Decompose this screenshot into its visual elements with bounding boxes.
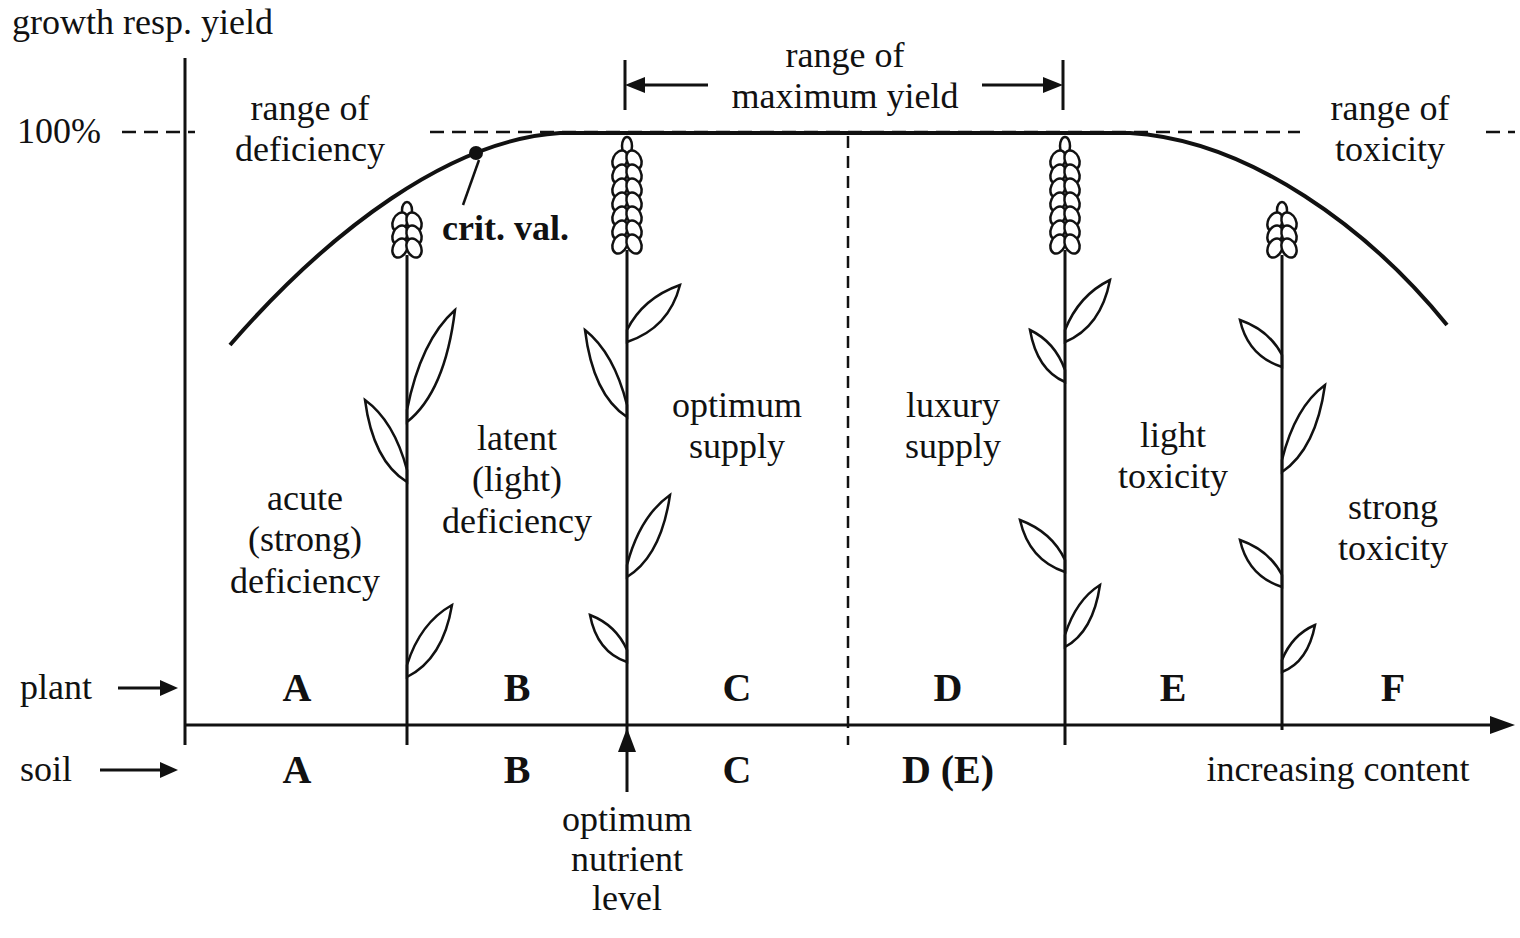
leader-line xyxy=(463,160,479,205)
range-label: range of deficiency xyxy=(195,88,425,171)
zone-letter: B xyxy=(502,665,533,711)
row-arrow xyxy=(118,687,165,690)
zone-label: luxury supply xyxy=(878,385,1028,468)
arrowhead xyxy=(160,680,178,696)
label-text: E xyxy=(1158,665,1189,711)
label-text: range of deficiency xyxy=(195,88,425,171)
bracket-arrow xyxy=(640,84,708,87)
label-text: C xyxy=(721,747,754,793)
label-text: A xyxy=(281,747,314,793)
zone-divider xyxy=(847,136,850,745)
zone-label: latent (light) deficiency xyxy=(432,418,602,542)
arrowhead xyxy=(618,728,636,752)
label-text: 100% xyxy=(15,111,103,152)
plant-stem xyxy=(1064,250,1067,745)
zone-letter: D xyxy=(932,665,965,711)
label-text: soil xyxy=(18,749,74,790)
label-text: F xyxy=(1379,665,1407,711)
label-text: crit. val. xyxy=(440,208,571,249)
arrowhead xyxy=(1043,77,1063,93)
label-text: optimum supply xyxy=(647,385,827,468)
zone-label: acute (strong) deficiency xyxy=(215,478,395,602)
row-label: plant xyxy=(18,667,94,708)
label-text: B xyxy=(502,747,533,793)
plant-leaves xyxy=(365,280,1325,677)
zone-label: optimum supply xyxy=(647,385,827,468)
label-text: acute (strong) deficiency xyxy=(215,478,395,602)
label-text: strong toxicity xyxy=(1313,487,1473,570)
label-text: A xyxy=(281,665,314,711)
zone-label: strong toxicity xyxy=(1313,487,1473,570)
label-text: light toxicity xyxy=(1098,415,1248,498)
row-arrow xyxy=(100,769,165,772)
range-label: range of maximum yield xyxy=(720,35,970,118)
zone-letter: E xyxy=(1158,665,1189,711)
zone-label: light toxicity xyxy=(1098,415,1248,498)
label-text: range of toxicity xyxy=(1300,88,1480,171)
label-text: plant xyxy=(18,667,94,708)
label-text: optimum nutrient level xyxy=(547,800,707,919)
arrowhead xyxy=(160,762,178,778)
axis-arrowhead xyxy=(1490,716,1515,734)
axis-title: growth resp. yield xyxy=(10,2,275,43)
zone-letter: B xyxy=(502,747,533,793)
label-text: luxury supply xyxy=(878,385,1028,468)
zone-letter: A xyxy=(281,665,314,711)
critical-value-dot xyxy=(469,146,483,160)
axis-label: increasing content xyxy=(1205,749,1472,790)
yield-level: 100% xyxy=(15,111,103,152)
label-text: latent (light) deficiency xyxy=(432,418,602,542)
zone-letter: D (E) xyxy=(900,747,996,793)
wheat-ears xyxy=(389,137,1299,260)
zone-letter: C xyxy=(721,665,754,711)
zone-letter: C xyxy=(721,747,754,793)
arrowhead xyxy=(625,77,645,93)
threshold-label: crit. val. xyxy=(440,208,571,249)
label-text: D (E) xyxy=(900,747,996,793)
zone-letter: A xyxy=(281,747,314,793)
label-text: C xyxy=(721,665,754,711)
label-text: growth resp. yield xyxy=(10,2,275,43)
row-label: soil xyxy=(18,749,74,790)
range-label: range of toxicity xyxy=(1300,88,1480,171)
bracket-arrow xyxy=(982,84,1048,87)
label-text: increasing content xyxy=(1205,749,1472,790)
x-axis xyxy=(185,724,1495,727)
label-text: D xyxy=(932,665,965,711)
axis-label: optimum nutrient level xyxy=(547,800,707,919)
label-text: B xyxy=(502,665,533,711)
y-axis xyxy=(184,58,187,745)
zone-letter: F xyxy=(1379,665,1407,711)
label-text: range of maximum yield xyxy=(720,35,970,118)
